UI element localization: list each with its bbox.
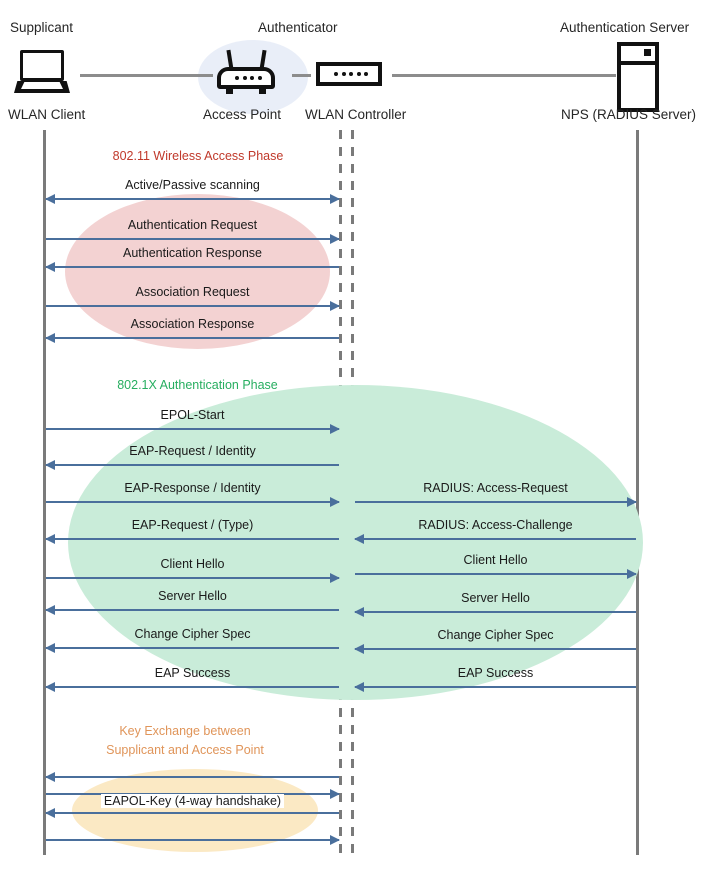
arrow-head-right [330,497,340,507]
lifeline-supplicant [43,130,46,855]
link-ap-to-controller [292,74,311,77]
message-label: EPOL-Start [160,408,225,422]
link-client-to-ap [80,74,213,77]
message-label: Server Hello [158,589,227,603]
message-label: EAPOL-Key (4-way handshake) [46,794,339,808]
arrow-head-right [330,234,340,244]
actor-device-access-point: Access Point [203,107,282,122]
message-label: RADIUS: Access-Challenge [418,518,573,532]
arrow-head-left [45,333,55,343]
arrow-head-left [354,607,364,617]
message-label: EAP Success [154,666,231,680]
message-label: Authentication Response [123,246,262,260]
message-label: Client Hello [463,553,528,567]
arrow-head-right [330,194,340,204]
message-label: Change Cipher Spec [437,628,554,642]
arrow-head-left [354,644,364,654]
arrow-head-left [354,682,364,692]
arrow-head-left [45,262,55,272]
phase-label-wireless-access: 802.11 Wireless Access Phase [112,149,284,163]
phase-label-key-exchange-line2: Supplicant and Access Point [106,743,264,757]
phase-ellipse-wireless-access [65,194,330,349]
wlan-controller-icon [316,62,382,86]
arrow-head-left [45,772,55,782]
message-label: Active/Passive scanning [125,178,260,192]
arrow-head-right [627,569,637,579]
actor-role-authentication-server: Authentication Server [560,20,690,35]
arrow-head-right [627,497,637,507]
arrow-head-left [45,194,55,204]
actor-device-wlan-client: WLAN Client [8,107,86,122]
arrow-head-right [330,789,340,799]
actor-role-authenticator: Authenticator [258,20,338,35]
arrow-head-left [354,534,364,544]
arrow-head-left [45,460,55,470]
arrow-head-left [45,682,55,692]
message-label: EAP-Request / Identity [129,444,256,458]
arrow-head-right [330,301,340,311]
arrow-head-right [330,573,340,583]
arrow-head-left [45,605,55,615]
phase-label-key-exchange-line1: Key Exchange between [119,724,251,738]
message-label: Client Hello [160,557,225,571]
arrow-head-left [45,534,55,544]
actor-device-wlan-controller: WLAN Controller [305,107,407,122]
message-label: EAP-Response / Identity [124,481,261,495]
link-controller-to-server [392,74,616,77]
message-label: Association Response [130,317,255,331]
message-label: EAP-Request / (Type) [131,518,254,532]
message-label: Server Hello [461,591,530,605]
arrow-head-right [330,424,340,434]
message-label: Association Request [135,285,250,299]
actor-role-supplicant: Supplicant [10,20,74,35]
laptop-icon [14,50,70,94]
message-label: RADIUS: Access-Request [423,481,568,495]
arrow-head-left [45,643,55,653]
lifeline-authentication-server [636,130,639,855]
access-point-icon [217,49,275,95]
phase-label-dot1x-auth: 802.1X Authentication Phase [117,378,278,392]
arrow-head-left [45,808,55,818]
arrow-head-right [330,835,340,845]
phase-ellipse-key-exchange [72,769,318,852]
server-icon [617,42,659,112]
actor-device-nps-radius-server: NPS (RADIUS Server) [561,107,697,122]
message-label: EAP Success [457,666,534,680]
message-label: Authentication Request [127,218,258,232]
message-label: Change Cipher Spec [134,627,251,641]
